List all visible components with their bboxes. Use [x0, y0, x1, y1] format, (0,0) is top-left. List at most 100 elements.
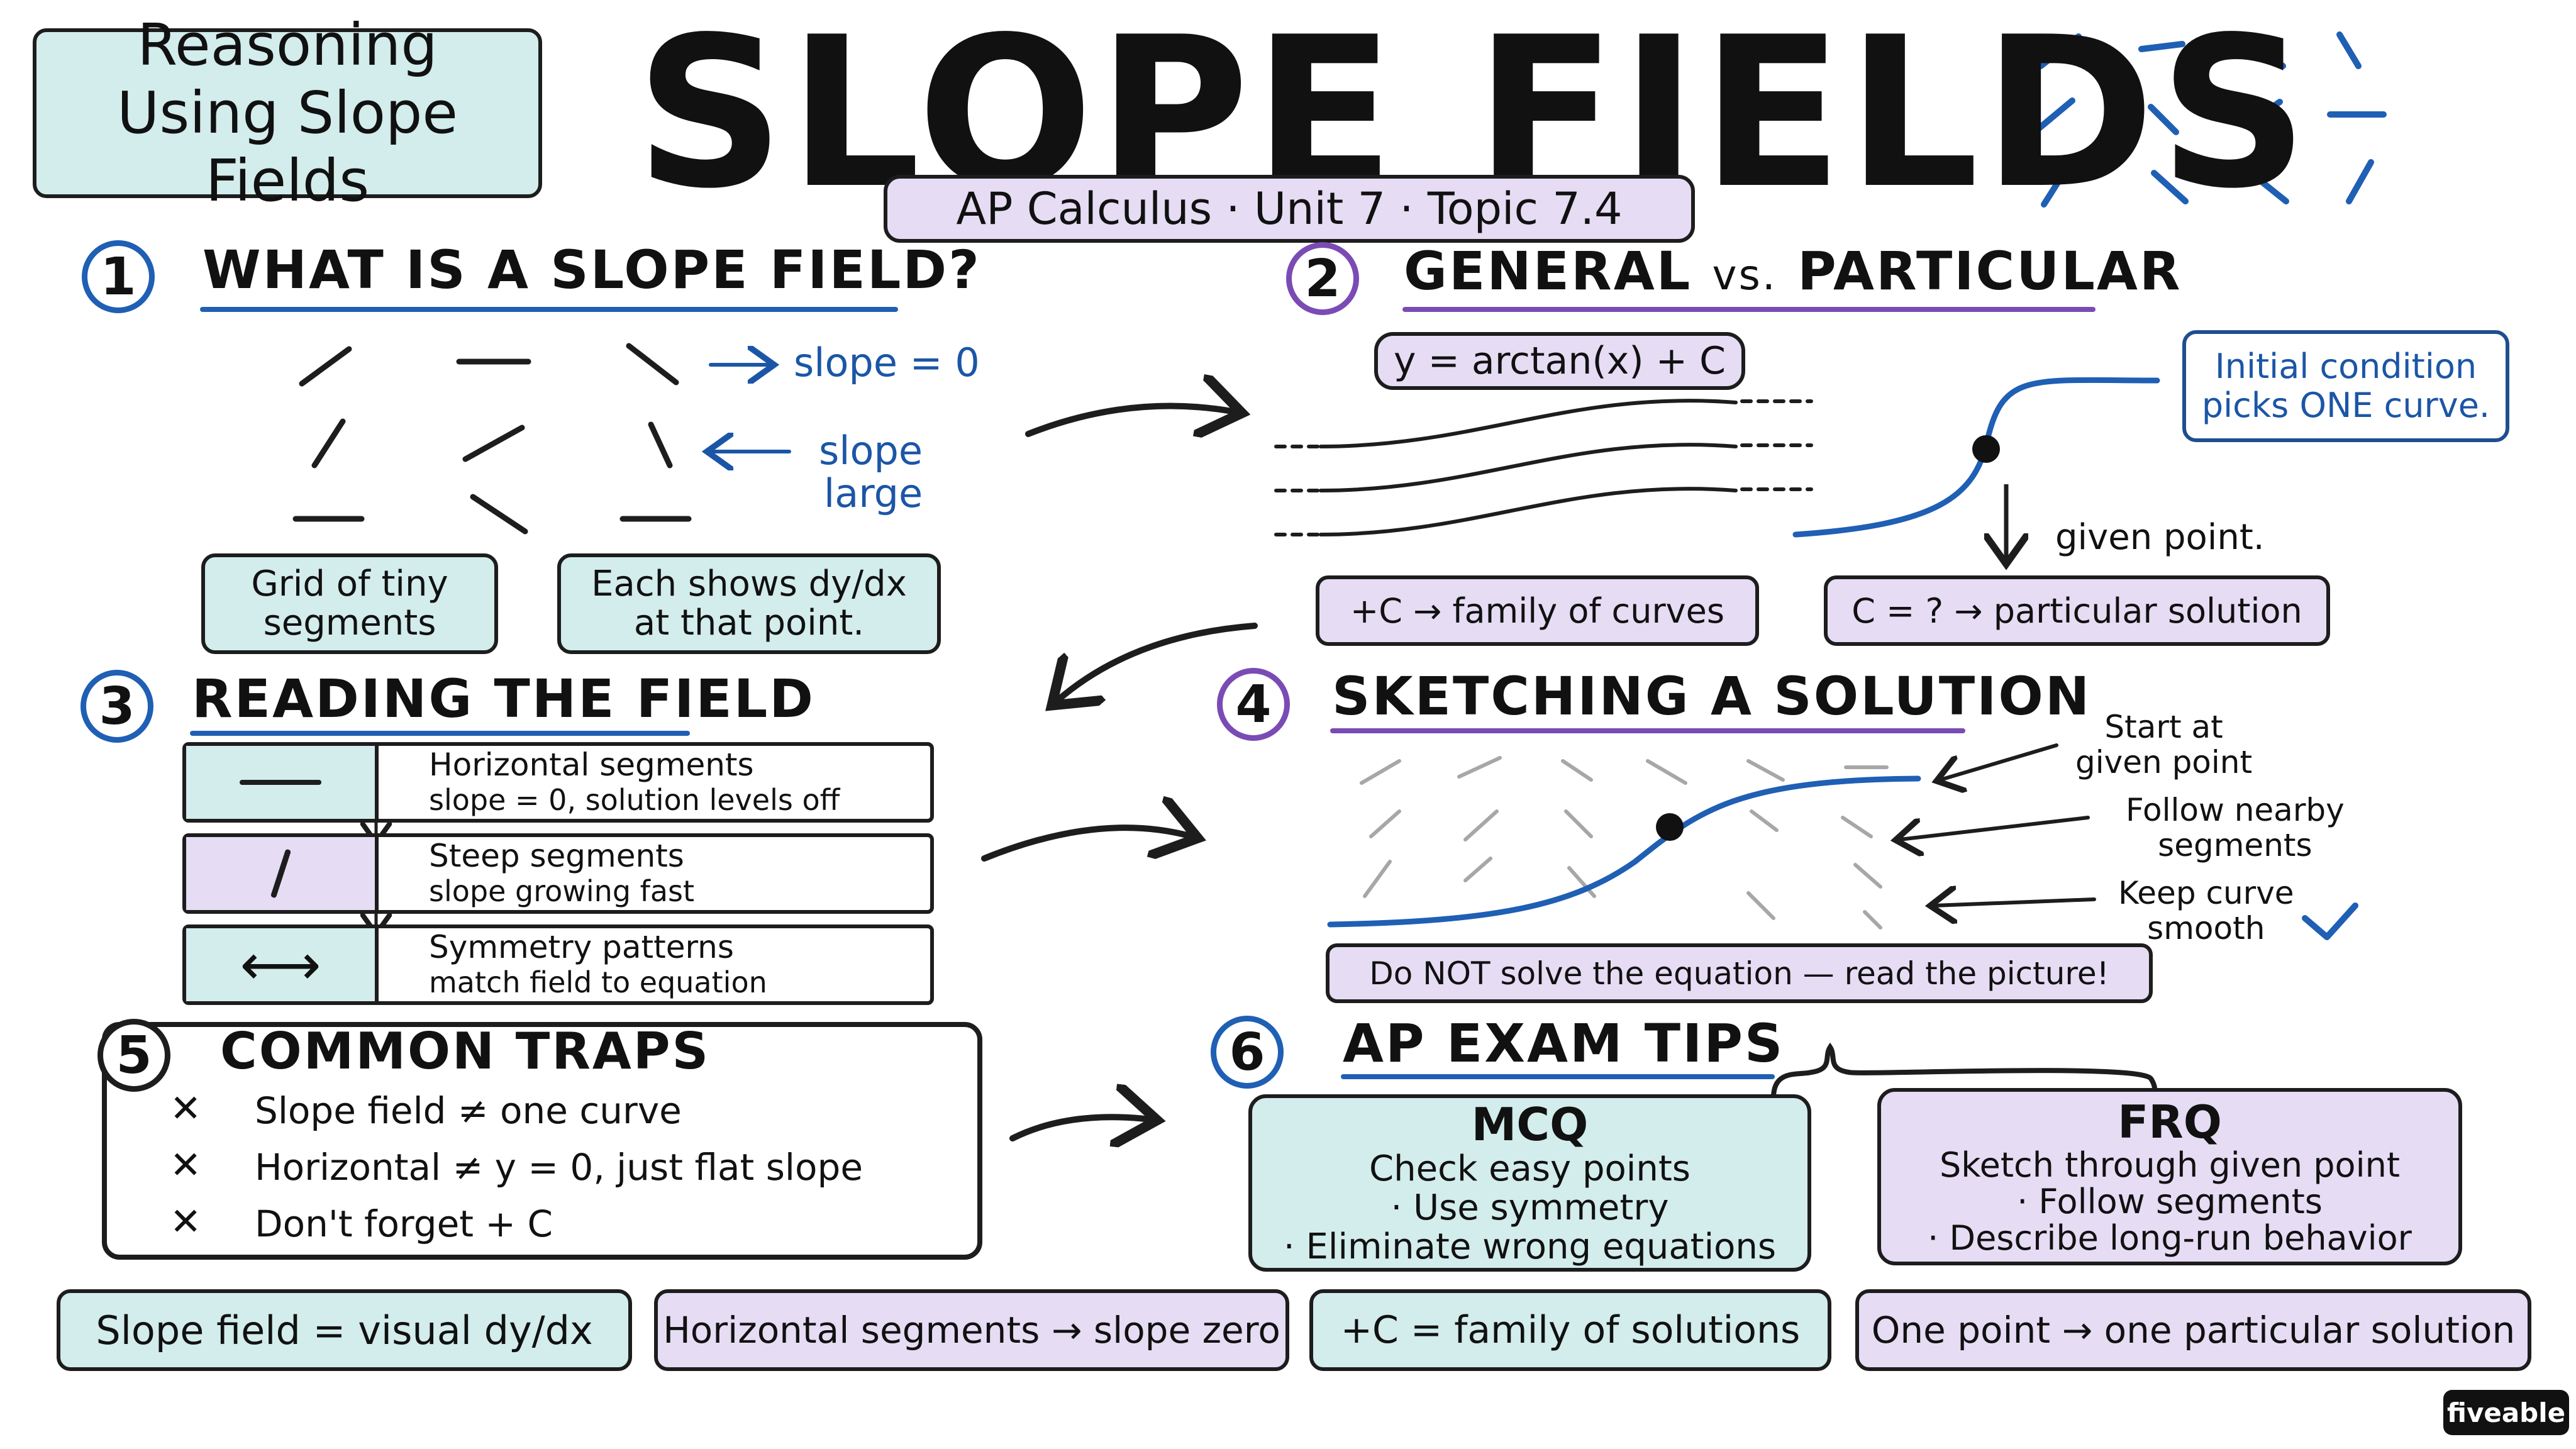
mcq-line-3: · Eliminate wrong equations [1283, 1226, 1777, 1267]
section4-number: 4 [1217, 668, 1290, 741]
trap-1-text: Slope field ≠ one curve [255, 1089, 682, 1132]
arrow-s5-to-s6 [1009, 1117, 1151, 1138]
section5-heading: COMMON TRAPS [220, 1022, 711, 1080]
family-of-curves-box: +C → family of curves [1316, 575, 1759, 646]
arrow-keep-smooth [1934, 899, 2096, 906]
footer-pill-2: Horizontal segments → slope zero [654, 1289, 1289, 1371]
note-start-line1: Start at [2104, 709, 2223, 745]
footer-pill-3: +C = family of solutions [1309, 1289, 1831, 1371]
each-shows-box: Each shows dy/dx at that point. [557, 553, 941, 654]
corner-label-line1: Reasoning [137, 11, 438, 79]
reading-row-2: Steep segments slope growing fast [182, 833, 934, 914]
subtitle-pill: AP Calculus · Unit 7 · Topic 7.4 [884, 175, 1695, 243]
initial-condition-box: Initial condition picks ONE curve. [2182, 330, 2509, 442]
note-keep-smooth: Keep curve smooth [2118, 875, 2294, 946]
reading-row-1-icon-cell [186, 746, 379, 819]
reading-row-3-detail: match field to equation [429, 965, 767, 999]
check-mark-icon [2302, 902, 2358, 940]
mcq-line-1: Check easy points [1369, 1148, 1690, 1189]
decorative-slope-field-icon [2031, 31, 2387, 208]
section4-given-point-dot [1656, 813, 1684, 841]
section1-underline [200, 307, 898, 312]
reading-row-3-title: Symmetry patterns [429, 929, 734, 965]
each-box-line2: at that point. [633, 602, 865, 643]
arrow-s2-to-s3 [1057, 623, 1258, 701]
mcq-line-2: · Use symmetry [1391, 1187, 1669, 1228]
arrow-start-at-point [1940, 743, 2058, 780]
exam-tips-brace [1771, 1042, 2158, 1100]
section4-faint-slope-field [1360, 756, 1889, 930]
each-box-line1: Each shows dy/dx [591, 564, 907, 604]
arrow-follow-segments [1899, 816, 2090, 840]
trap-1-x-icon: ✕ [170, 1087, 202, 1131]
section6-underline [1341, 1074, 1775, 1079]
section5-number: 5 [97, 1019, 170, 1092]
section2-heading-vs: vs. [1712, 251, 1777, 299]
trap-3-x-icon: ✕ [170, 1200, 202, 1244]
trap-2-text: Horizontal ≠ y = 0, just flat slope [255, 1146, 863, 1189]
section2-number: 2 [1286, 242, 1359, 315]
reading-row-1-title: Horizontal segments [429, 747, 754, 783]
reading-row-2-text: Steep segments slope growing fast [379, 838, 694, 909]
reading-row-1: Horizontal segments slope = 0, solution … [182, 742, 934, 823]
section2-heading-particular: PARTICULAR [1797, 240, 2182, 302]
note-follow-line2: segments [2158, 827, 2312, 863]
double-arrow-icon: ⟷ [186, 928, 379, 1001]
mcq-box: MCQ Check easy points · Use symmetry · E… [1248, 1094, 1811, 1272]
section3-number: 3 [80, 670, 153, 743]
reading-row-2-title: Steep segments [429, 838, 684, 874]
note-smooth-line2: smooth [2147, 910, 2265, 947]
section3-underline [190, 731, 690, 736]
note-slope-large-1: slope [819, 428, 923, 474]
reading-row-1-text: Horizontal segments slope = 0, solution … [379, 747, 840, 818]
section2-family-of-curves [1269, 399, 1813, 536]
initial-condition-line2: picks ONE curve. [2201, 386, 2490, 425]
note-smooth-line1: Keep curve [2118, 875, 2294, 911]
note-slope-zero: slope = 0 [794, 340, 980, 386]
footer-pill-4: One point → one particular solution [1855, 1289, 2531, 1371]
footer-pill-1: Slope field = visual dy/dx [57, 1289, 632, 1371]
section2-heading-general: GENERAL [1404, 240, 1692, 302]
fiveable-logo: fiveable [2443, 1390, 2569, 1435]
reading-row-2-detail: slope growing fast [429, 874, 695, 908]
section4-heading: SKETCHING A SOLUTION [1332, 665, 2092, 727]
section3-heading: READING THE FIELD [192, 668, 816, 730]
reading-row-2-icon-cell [186, 837, 379, 910]
note-slope-large-2: large [824, 470, 923, 516]
frq-box: FRQ Sketch through given point · Follow … [1877, 1088, 2462, 1265]
frq-line-2: · Follow segments [2017, 1182, 2323, 1221]
grid-box-line1: Grid of tiny [251, 564, 448, 604]
trap-2-x-icon: ✕ [170, 1143, 202, 1187]
grid-of-segments-box: Grid of tiny segments [201, 553, 498, 654]
equation-pill: y = arctan(x) + C [1374, 332, 1745, 390]
corner-label-line2: Using Slope Fields [116, 79, 458, 214]
initial-condition-line1: Initial condition [2214, 347, 2477, 386]
mcq-title: MCQ [1471, 1098, 1589, 1151]
note-follow-line1: Follow nearby [2126, 792, 2345, 828]
section2-heading: GENERAL vs. PARTICULAR [1404, 240, 2182, 302]
steep-segment-icon [270, 848, 291, 899]
common-traps-box [102, 1022, 982, 1260]
reading-row-1-detail: slope = 0, solution levels off [429, 783, 840, 817]
grid-box-line2: segments [263, 602, 436, 643]
corner-label-box: Reasoning Using Slope Fields [33, 11, 542, 214]
note-start-at-point: Start at given point [2075, 709, 2252, 780]
frq-title: FRQ [2118, 1096, 2222, 1148]
given-point-label: given point. [2055, 517, 2265, 558]
section1-heading: WHAT IS A SLOPE FIELD? [203, 239, 981, 301]
horizontal-segment-icon [240, 780, 321, 785]
particular-solution-box: C = ? → particular solution [1824, 575, 2330, 646]
section2-given-point-dot [1972, 435, 2000, 463]
note-follow-segments: Follow nearby segments [2126, 792, 2345, 863]
frq-line-3: · Describe long-run behavior [1928, 1218, 2412, 1258]
section4-solution-curve [1327, 775, 1921, 928]
trap-3-text: Don't forget + C [255, 1202, 553, 1245]
section6-number: 6 [1211, 1016, 1284, 1089]
reading-row-3-text: Symmetry patterns match field to equatio… [379, 930, 767, 1000]
frq-line-1: Sketch through given point [1939, 1145, 2400, 1185]
section6-heading: AP EXAM TIPS [1343, 1013, 1785, 1074]
section4-underline [1330, 728, 1965, 733]
section1-number: 1 [82, 240, 155, 313]
section1-slope-field [292, 343, 692, 535]
